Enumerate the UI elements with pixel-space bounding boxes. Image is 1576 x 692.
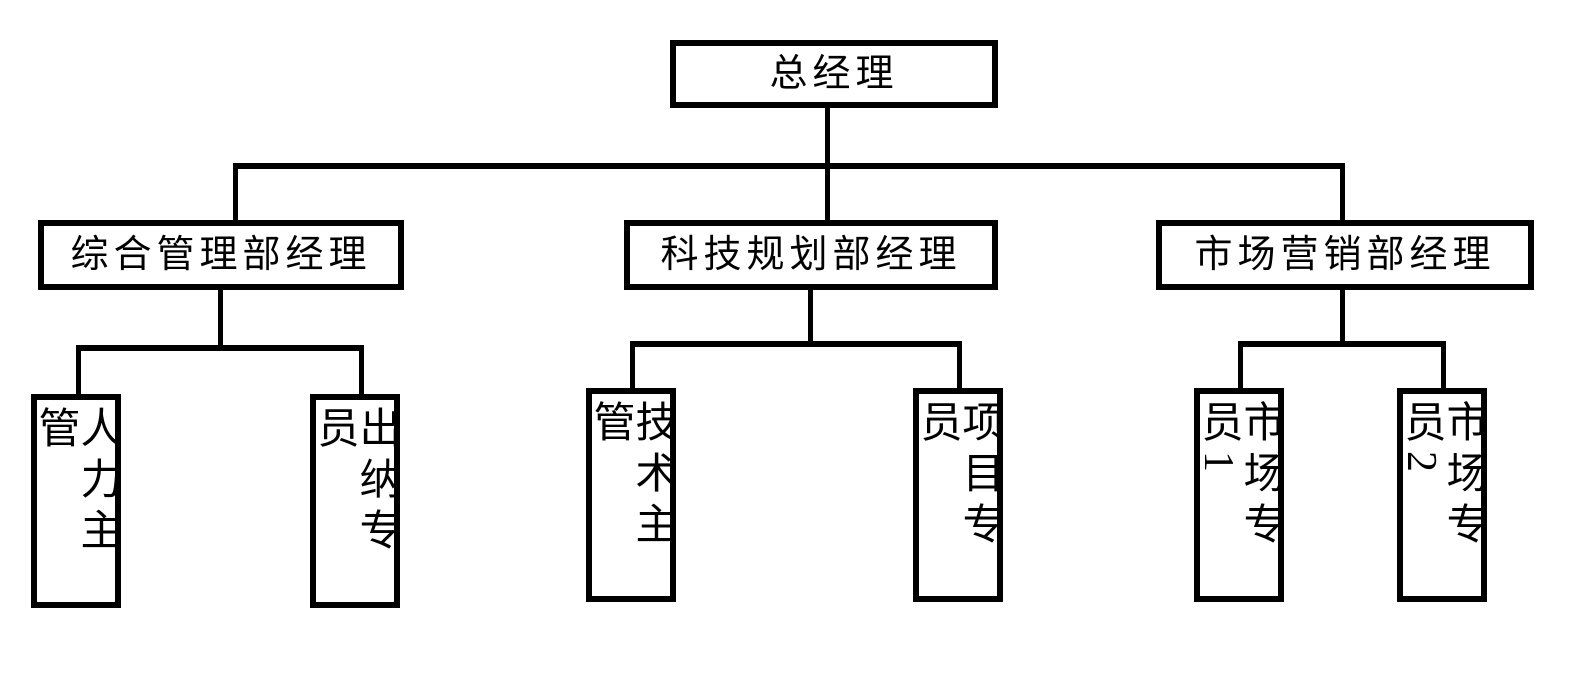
connector-dept-1-bus bbox=[76, 345, 364, 351]
org-node-dept-2-label: 科技规划部经理 bbox=[660, 234, 962, 276]
org-node-dept-2-child-2[interactable]: 项目专员 bbox=[913, 388, 1003, 602]
connector-dept-2-drop bbox=[808, 288, 813, 344]
org-node-dept-1-child-1-label: 人力主管 bbox=[32, 406, 120, 559]
org-node-dept-3-child-2-label: 市场专员2 bbox=[1398, 400, 1486, 553]
org-node-dept-2-child-1-label: 技术主管 bbox=[587, 400, 675, 553]
org-node-dept-1[interactable]: 综合管理部经理 bbox=[38, 220, 404, 290]
connector-bus-drop-dept-3 bbox=[1340, 163, 1345, 221]
connector-dept-3-child-1-drop bbox=[1238, 341, 1243, 397]
org-node-dept-1-child-1[interactable]: 人力主管 bbox=[31, 394, 121, 608]
connector-dept-3-drop bbox=[1340, 288, 1345, 344]
org-node-dept-3-child-2[interactable]: 市场专员2 bbox=[1397, 388, 1487, 602]
connector-dept-3-bus bbox=[1238, 341, 1446, 347]
connector-dept-3-child-2-drop bbox=[1441, 341, 1446, 397]
connector-dept-1-drop bbox=[218, 288, 223, 348]
org-node-dept-2[interactable]: 科技规划部经理 bbox=[624, 220, 998, 290]
org-node-root-label: 总经理 bbox=[769, 53, 899, 95]
org-node-dept-1-child-2[interactable]: 出纳专员 bbox=[310, 394, 400, 608]
connector-dept-2-child-2-drop bbox=[957, 341, 962, 397]
org-node-dept-3-child-1-label: 市场专员1 bbox=[1195, 400, 1283, 553]
connector-root-drop bbox=[825, 106, 830, 168]
connector-dept-1-child-2-drop bbox=[359, 345, 364, 397]
connector-main-bus bbox=[233, 163, 1345, 169]
org-node-dept-3-child-1[interactable]: 市场专员1 bbox=[1194, 388, 1284, 602]
org-node-dept-2-child-1[interactable]: 技术主管 bbox=[586, 388, 676, 602]
connector-dept-2-child-1-drop bbox=[630, 341, 635, 397]
connector-bus-drop-dept-2 bbox=[825, 163, 830, 221]
org-node-root[interactable]: 总经理 bbox=[670, 40, 998, 108]
org-node-dept-1-label: 综合管理部经理 bbox=[70, 234, 372, 276]
connector-bus-drop-dept-1 bbox=[233, 163, 238, 221]
org-node-dept-3-label: 市场营销部经理 bbox=[1194, 234, 1496, 276]
connector-dept-1-child-1-drop bbox=[76, 345, 81, 397]
connector-dept-2-bus bbox=[630, 341, 962, 347]
org-node-dept-1-child-2-label: 出纳专员 bbox=[311, 406, 399, 559]
org-node-dept-3[interactable]: 市场营销部经理 bbox=[1156, 220, 1534, 290]
org-node-dept-2-child-2-label: 项目专员 bbox=[914, 400, 1002, 553]
